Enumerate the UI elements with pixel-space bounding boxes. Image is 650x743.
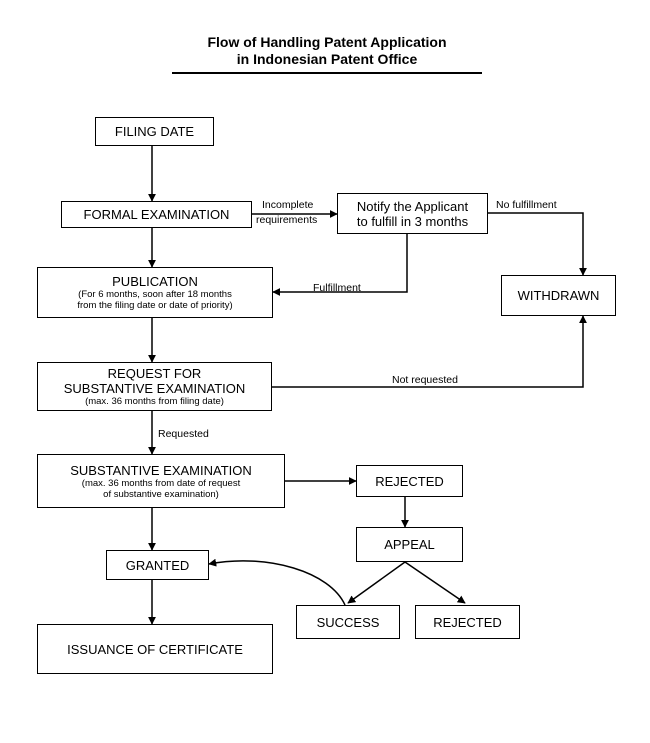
appeal-box: APPEAL <box>356 527 463 562</box>
request-line-3: (max. 36 months from filing date) <box>85 396 224 407</box>
withdrawn-box: WITHDRAWN <box>501 275 616 316</box>
success-box: SUCCESS <box>296 605 400 639</box>
publication-line-2: from the filing date or date of priority… <box>77 300 233 311</box>
publication-line-1: (For 6 months, soon after 18 months <box>78 289 232 300</box>
edge-appeal-to-success <box>347 561 406 604</box>
publication-title: PUBLICATION <box>112 274 198 289</box>
notify-applicant-box: Notify the Applicant to fulfill in 3 mon… <box>337 193 488 234</box>
rejected-bottom-box: REJECTED <box>415 605 520 639</box>
issuance-certificate-box: ISSUANCE OF CERTIFICATE <box>37 624 273 674</box>
notify-line-1: Notify the Applicant <box>356 198 469 214</box>
edge-notify-fulfillment <box>272 234 408 296</box>
edge-request-not-requested <box>272 315 587 388</box>
edge-notify-no-fulfillment <box>488 212 587 276</box>
substantive-examination-box: SUBSTANTIVE EXAMINATION (max. 36 months … <box>37 454 285 508</box>
edge-success-to-granted <box>208 558 346 606</box>
label-incomplete-line-1: Incomplete <box>262 199 314 211</box>
filing-date-label: FILING DATE <box>114 124 195 139</box>
notify-line-2: to fulfill in 3 months <box>356 213 469 229</box>
formal-examination-box: FORMAL EXAMINATION <box>61 201 252 228</box>
appeal-label: APPEAL <box>384 537 435 552</box>
request-line-2: SUBSTANTIVE EXAMINATION <box>63 381 246 396</box>
label-not-requested: Not requested <box>392 374 458 386</box>
request-line-1: REQUEST FOR <box>107 366 202 381</box>
rejected-bottom-label: REJECTED <box>433 614 502 630</box>
issuance-label: ISSUANCE OF CERTIFICATE <box>67 641 243 657</box>
formal-examination-label: FORMAL EXAMINATION <box>83 207 230 222</box>
success-label: SUCCESS <box>316 614 380 630</box>
filing-date-box: FILING DATE <box>95 117 214 146</box>
title-line-2: in Indonesian Patent Office <box>236 51 418 67</box>
request-substantive-box: REQUEST FOR SUBSTANTIVE EXAMINATION (max… <box>37 362 272 411</box>
label-no-fulfillment: No fulfillment <box>496 199 557 211</box>
rejected-top-label: REJECTED <box>375 473 444 489</box>
rejected-top-box: REJECTED <box>356 465 463 497</box>
withdrawn-label: WITHDRAWN <box>517 288 600 303</box>
label-requested: Requested <box>158 428 209 440</box>
substantive-line-2: of substantive examination) <box>103 488 219 500</box>
label-incomplete-line-2: requirements <box>256 214 318 226</box>
diagram-title: Flow of Handling Patent Application in I… <box>172 34 482 68</box>
granted-label: GRANTED <box>125 557 190 573</box>
edge-appeal-to-rejected <box>404 561 466 604</box>
label-fulfillment: Fulfillment <box>313 282 361 294</box>
substantive-title: SUBSTANTIVE EXAMINATION <box>70 462 252 478</box>
granted-box: GRANTED <box>106 550 209 580</box>
title-line-1: Flow of Handling Patent Application <box>207 34 447 50</box>
title-underline <box>172 72 482 74</box>
substantive-line-1: (max. 36 months from date of request <box>81 477 241 489</box>
publication-box: PUBLICATION (For 6 months, soon after 18… <box>37 267 273 318</box>
